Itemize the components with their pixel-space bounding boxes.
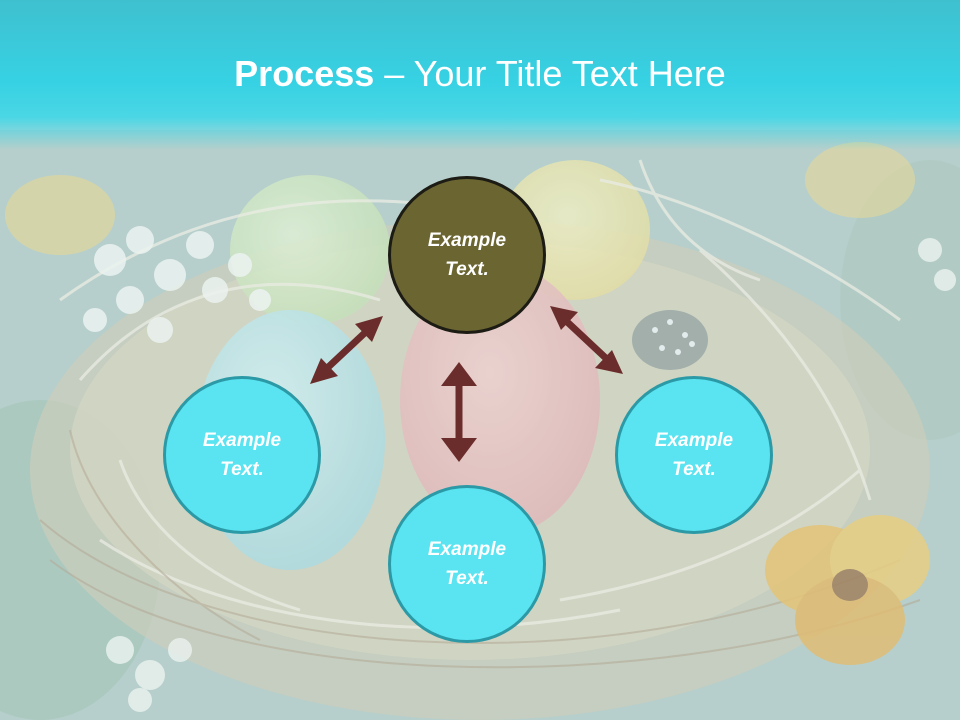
double-arrow-center-right — [550, 306, 623, 374]
node-center-line2: Text. — [445, 259, 489, 280]
double-arrow-center-left — [310, 316, 383, 384]
double-arrow-center-bottom — [441, 362, 477, 462]
process-node-right[interactable]: Example Text. — [615, 376, 773, 534]
title-rest-part: – Your Title Text Here — [374, 53, 726, 94]
slide-title: Process – Your Title Text Here — [0, 52, 960, 96]
node-bottom-line2: Text. — [445, 568, 489, 589]
node-left-line1: Example — [202, 430, 282, 451]
process-node-center[interactable]: Example Text. — [388, 176, 546, 334]
title-band — [0, 0, 960, 150]
process-node-left[interactable]: Example Text. — [163, 376, 321, 534]
node-right-line1: Example — [654, 430, 734, 451]
title-bold-part: Process — [234, 53, 375, 94]
node-center-line1: Example — [427, 230, 507, 251]
process-node-bottom[interactable]: Example Text. — [388, 485, 546, 643]
node-left-line2: Text. — [220, 459, 264, 480]
node-bottom-line1: Example — [427, 539, 507, 560]
node-right-line2: Text. — [672, 459, 716, 480]
